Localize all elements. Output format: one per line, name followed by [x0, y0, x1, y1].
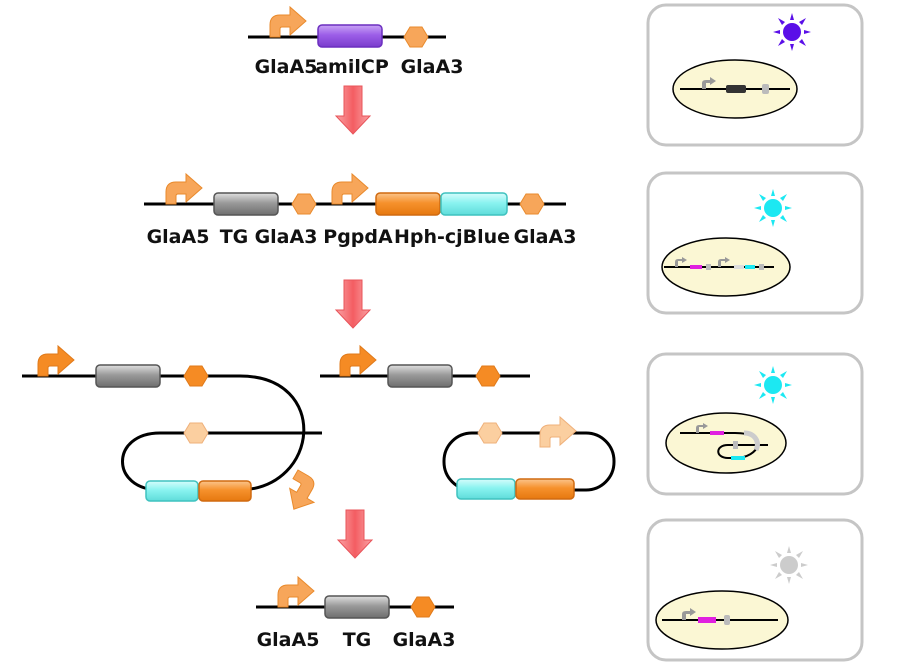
sun-cyan-icon	[754, 366, 792, 404]
terminator-icon	[706, 264, 711, 270]
hph-gene	[375, 192, 441, 216]
pgpda-promoter-icon	[331, 173, 369, 205]
tg-gene	[710, 431, 724, 435]
glaa3-terminator-icon	[475, 365, 501, 387]
glaa5-promoter-icon	[339, 345, 377, 377]
label-tg: TG	[343, 629, 372, 651]
amilcp-gene	[726, 85, 746, 93]
label-glaa3: GlaA3	[255, 226, 318, 248]
glaa3-terminator-icon	[183, 365, 209, 387]
glaa5-promoter-icon	[269, 6, 307, 38]
terminator-icon-2	[759, 264, 764, 270]
glaa3-terminator-icon	[410, 596, 436, 618]
cjblue-gene	[145, 480, 199, 502]
cell	[665, 412, 787, 474]
construct-3-recombination	[22, 345, 325, 517]
construct-1: GlaA5 amilCP GlaA3	[248, 6, 464, 78]
glaa5-promoter-icon	[37, 345, 75, 377]
glaa3-terminator-icon	[403, 26, 429, 48]
glaa3-terminator-icon	[291, 193, 317, 215]
sun-gray-icon	[770, 546, 808, 584]
label-pgpda: PgpdA	[323, 226, 393, 248]
cjblue-gene	[731, 456, 745, 460]
promoter-icon	[682, 608, 696, 620]
label-glaa5: GlaA5	[147, 226, 210, 248]
cjblue-gene	[440, 192, 508, 216]
tg-gene	[324, 595, 390, 619]
hph-gene	[743, 430, 760, 452]
tg-gene	[690, 265, 702, 269]
dna-loop	[22, 374, 322, 492]
label-glaa3-2: GlaA3	[514, 226, 577, 248]
cell-panel-2	[646, 171, 864, 315]
tg-gene	[387, 364, 453, 388]
terminator-icon	[733, 441, 738, 449]
terminator-icon	[724, 615, 730, 625]
tg-gene	[213, 192, 279, 216]
process-arrow-2	[334, 279, 372, 329]
glaa3-terminator-icon-2	[477, 422, 503, 444]
sun-cyan-icon	[754, 189, 792, 227]
amilcp-gene	[317, 24, 383, 48]
promoter-icon-2	[718, 257, 730, 267]
sun-purple-icon	[773, 13, 811, 51]
label-glaa3: GlaA3	[393, 629, 456, 651]
terminator-icon	[762, 84, 769, 94]
cell-panel-3	[646, 352, 864, 496]
glaa5-promoter-icon	[165, 173, 203, 205]
hph-gene	[515, 478, 575, 500]
label-glaa5: GlaA5	[255, 56, 318, 78]
label-hph-cjblue: Hph-cjBlue	[394, 226, 510, 248]
pgpda-promoter-icon	[279, 469, 325, 517]
tg-gene	[95, 364, 161, 388]
promoter-icon	[696, 423, 708, 433]
label-glaa3: GlaA3	[401, 56, 464, 78]
construct-3-products	[320, 345, 616, 500]
pgpda-promoter-icon	[539, 416, 577, 448]
glaa5-promoter-icon	[277, 576, 315, 608]
glaa3-terminator-icon-2	[183, 422, 209, 444]
cjblue-gene	[456, 478, 516, 500]
promoter-icon	[702, 77, 716, 89]
cell-panel-4	[646, 518, 864, 662]
hph-gene	[734, 265, 744, 269]
cjblue-gene	[745, 265, 755, 269]
label-amilcp: amilCP	[315, 56, 389, 78]
cell-panel-1	[646, 3, 864, 147]
promoter-icon	[675, 257, 687, 267]
glaa3-terminator-icon-2	[519, 193, 545, 215]
process-arrow-3	[336, 509, 374, 559]
construct-2: GlaA5 TG GlaA3 PgpdA Hph-cjBlue GlaA3	[144, 173, 577, 248]
construct-4: GlaA5 TG GlaA3	[256, 576, 456, 651]
tg-gene	[698, 617, 716, 623]
process-arrow-1	[334, 85, 372, 135]
label-tg: TG	[220, 226, 249, 248]
hph-gene	[198, 480, 252, 502]
label-glaa5: GlaA5	[257, 629, 320, 651]
